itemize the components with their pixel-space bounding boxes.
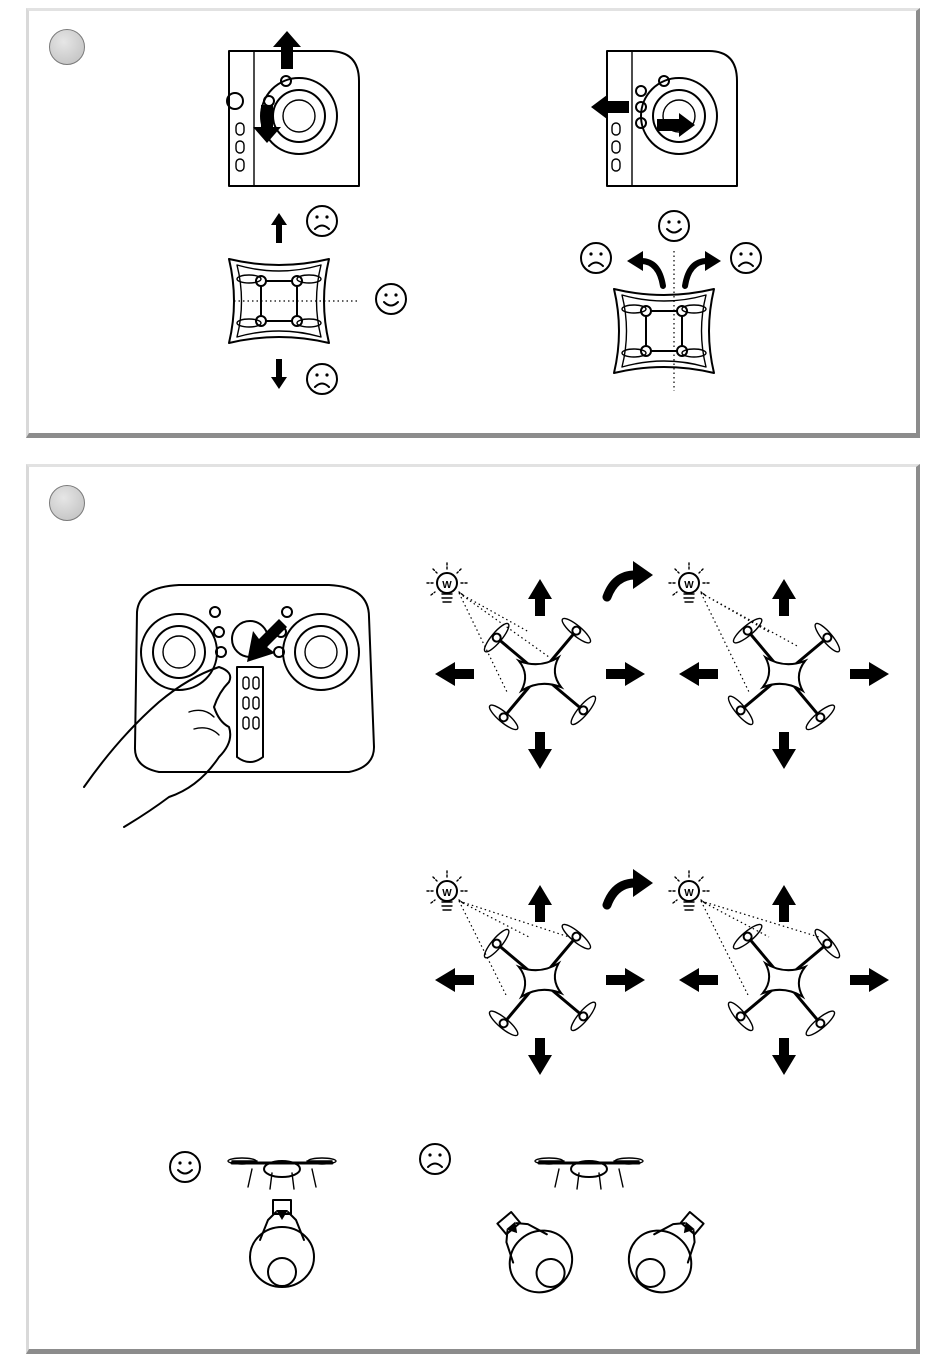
pilot-turned-right [616,1197,721,1305]
pilot-facing-drone [250,1200,314,1287]
panel-1-illustration [29,11,923,441]
remote-throttle [227,31,359,186]
headless-top-right: W [669,563,889,769]
curved-arrow-icon [607,561,653,597]
pilot-turned-left [480,1197,585,1305]
arrow-down-icon [271,359,287,389]
smiley-happy-icon [170,1152,200,1182]
remote-headless-button [84,585,374,827]
drone-side-view [228,1158,336,1189]
panel-2-illustration: W W W W [29,467,923,1357]
headless-bottom-right: W [669,871,889,1075]
arrow-up-icon [271,213,287,243]
smiley-happy-icon [376,284,406,314]
smiley-sad-icon [307,364,337,394]
drone-top-view [723,919,845,1041]
drone-top-view-right [614,289,714,373]
drone-top-view [479,919,601,1041]
arrow-left-icon [591,95,629,119]
smiley-sad-icon [307,206,337,236]
arrow-down-icon [253,105,281,143]
drone-top-view [723,613,845,735]
curved-arrow-icon [607,869,653,905]
smiley-happy-icon [659,211,689,241]
light-label: W [442,888,452,899]
smiley-sad-icon [731,243,761,273]
smiley-sad-icon [420,1144,450,1174]
remote-yaw [591,51,737,186]
panel-vertical-turn [26,8,920,438]
drone-side-view [535,1158,643,1189]
panel-headless-mode: W W W W [26,464,920,1354]
smiley-sad-icon [581,243,611,273]
curved-arrow-left-icon [627,251,663,286]
drone-top-view [479,613,601,735]
light-label: W [442,580,452,591]
curved-arrow-right-icon [685,251,721,286]
light-label: W [684,888,694,899]
light-label: W [684,580,694,591]
